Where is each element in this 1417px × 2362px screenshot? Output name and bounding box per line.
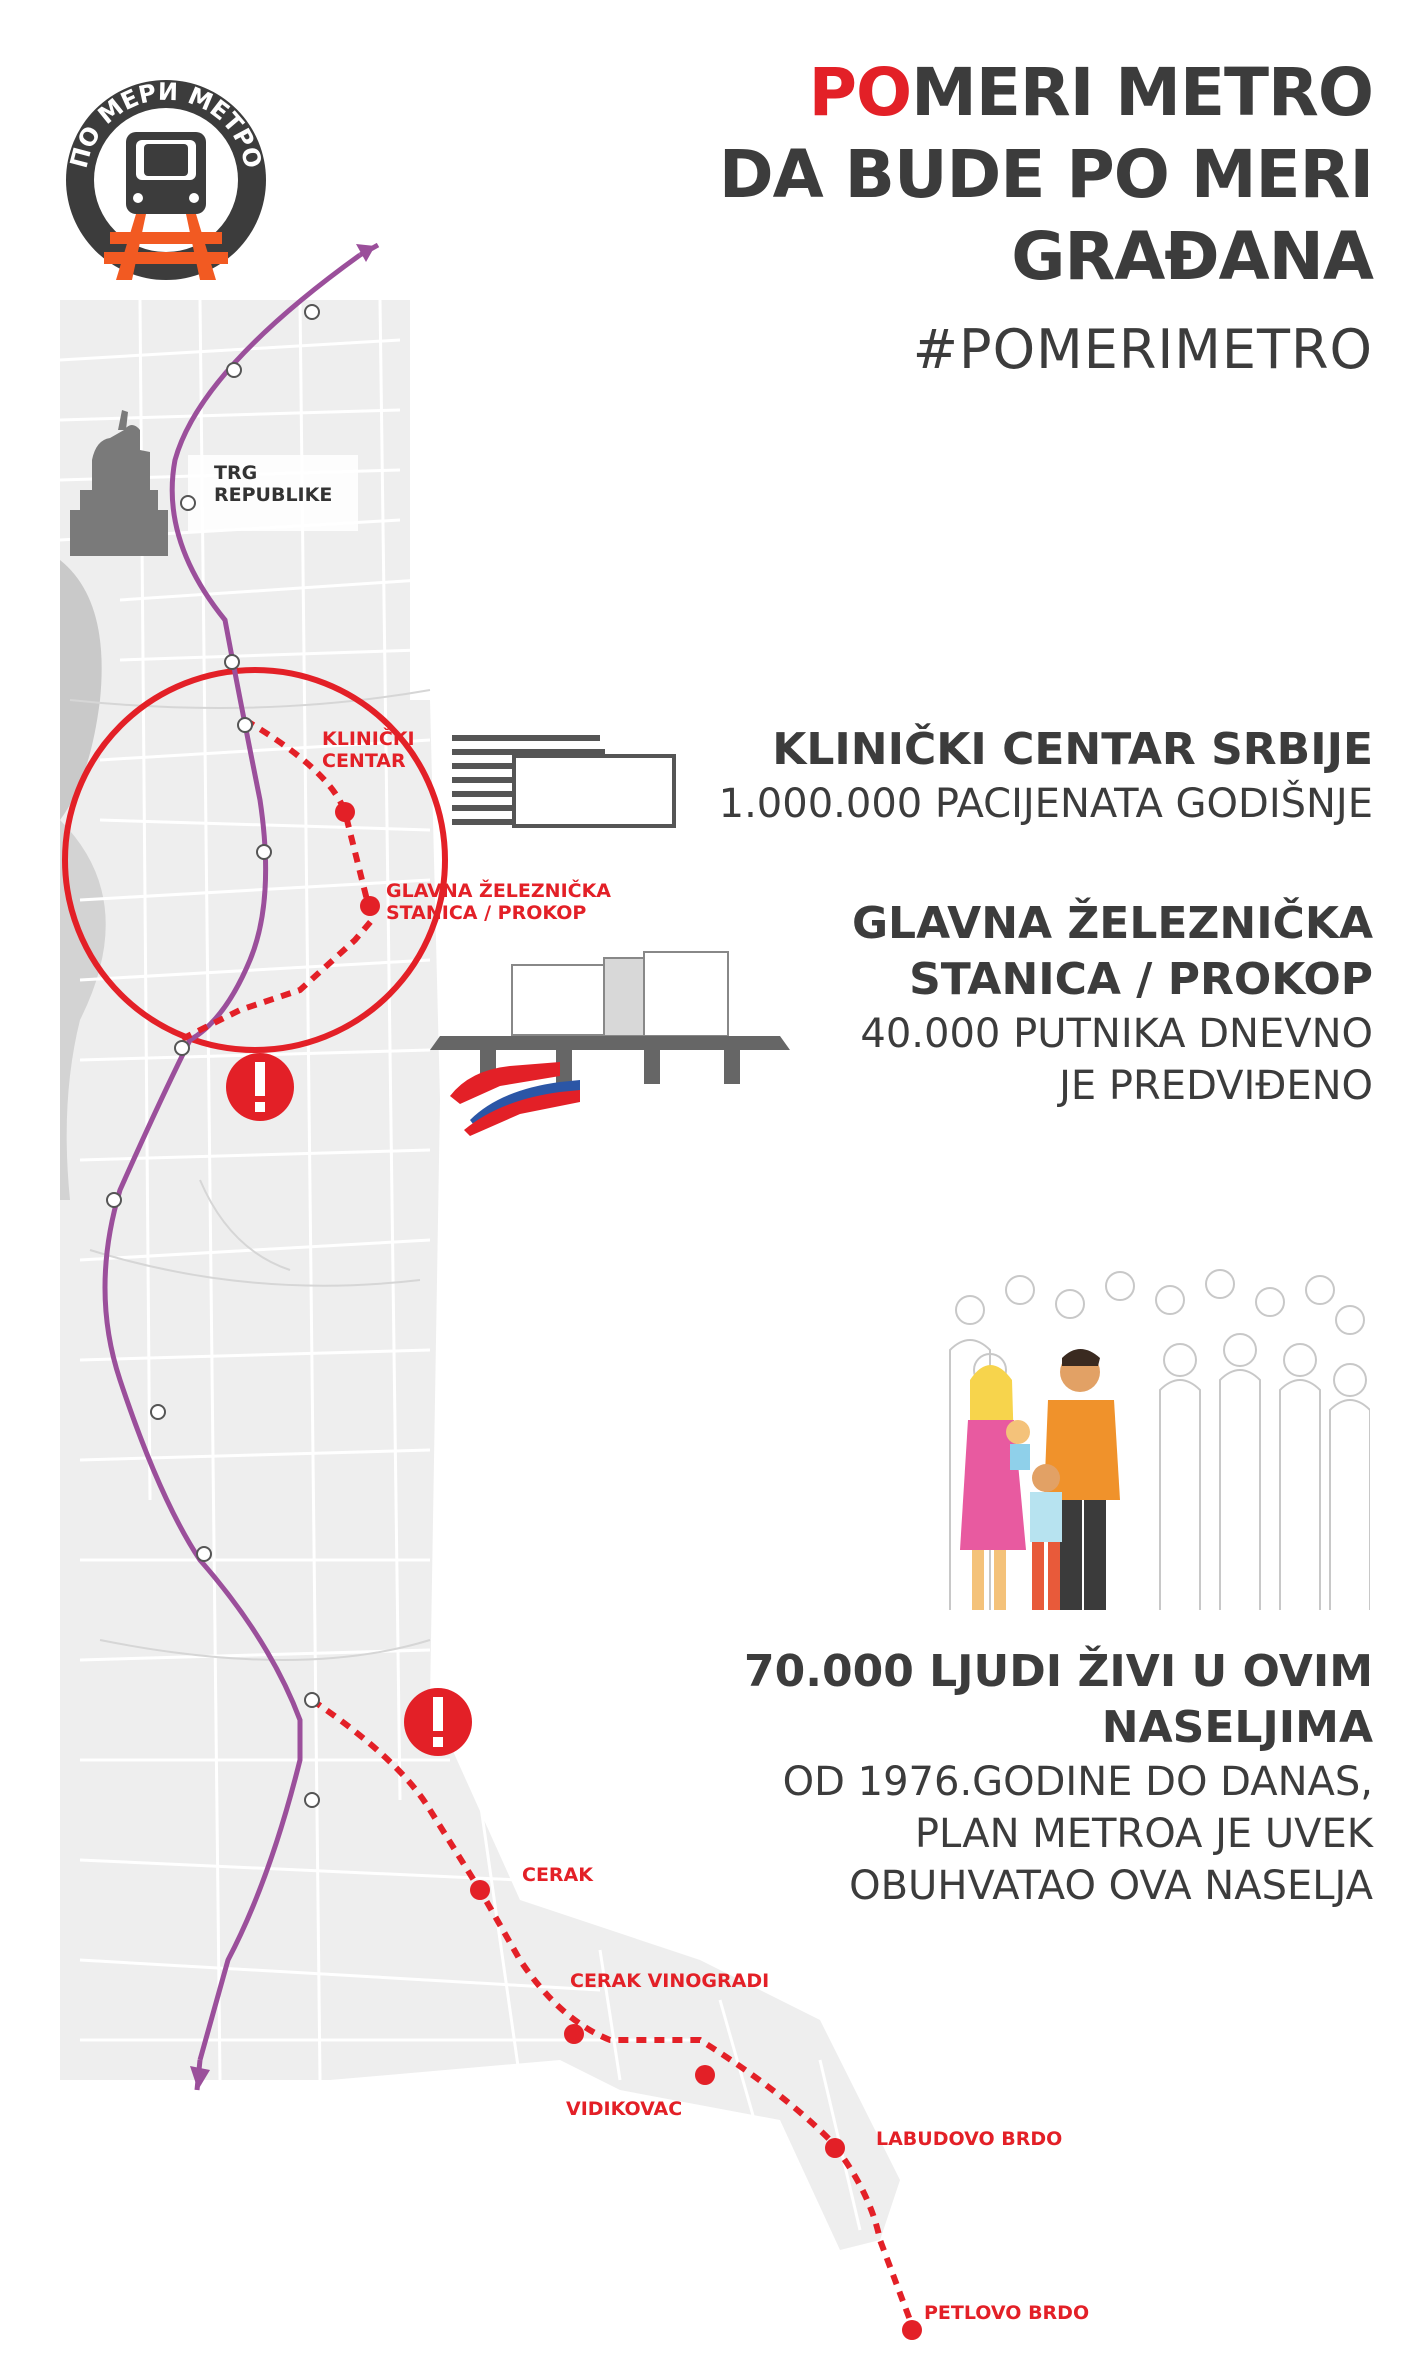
- monument-icon: [70, 410, 168, 556]
- fact-line: OD 1976.GODINE DO DANAS,: [782, 1759, 1373, 1805]
- headline-highlight: PO: [808, 54, 912, 131]
- label-cerak: CERAK: [522, 1864, 593, 1886]
- fact-line: PLAN METROA JE UVEK: [914, 1811, 1373, 1857]
- label-cerak-vinogradi: CERAK VINOGRADI: [570, 1970, 770, 1992]
- planned-stations: [335, 802, 922, 2340]
- headline-line2: DA BUDE PO MERI: [718, 136, 1374, 213]
- label-klinicki-centar: KLINIČKI CENTAR: [322, 728, 415, 772]
- city-map-background: [59, 299, 900, 2250]
- label-petlovo-brdo: PETLOVO BRDO: [924, 2302, 1090, 2324]
- headline-line1: MERI METRO: [911, 54, 1374, 131]
- clinical-center-building-icon: [452, 735, 676, 828]
- fact-line: JE PREDVIĐENO: [1059, 1063, 1373, 1109]
- railway-station-icon: [430, 951, 790, 1136]
- crowd-family-illustration: [949, 1269, 1370, 1610]
- fact-heading: GLAVNA ŽELEZNIČKA: [851, 898, 1373, 949]
- label-glavna-zeleznicka: GLAVNA ŽELEZNIČKA STANICA / PROKOP: [386, 880, 612, 924]
- fact-line: OBUHVATAO OVA NASELJA: [849, 1863, 1373, 1909]
- fact-naselja: 70.000 LJUDI ŽIVI U OVIM NASELJIMA OD 19…: [744, 1644, 1373, 1912]
- headline-line3: GRAĐANA: [1011, 218, 1374, 295]
- fact-heading: NASELJIMA: [1101, 1702, 1373, 1753]
- warning-icon: [226, 1053, 294, 1121]
- fact-heading: 70.000 LJUDI ŽIVI U OVIM: [744, 1646, 1373, 1697]
- fact-heading: STANICA / PROKOP: [909, 954, 1373, 1005]
- hashtag: #POMERIMETRO: [912, 318, 1373, 381]
- label-labudovo-brdo: LABUDOVO BRDO: [876, 2128, 1063, 2150]
- fact-klinicki-centar: KLINIČKI CENTAR SRBIJE 1.000.000 PACIJEN…: [719, 722, 1373, 830]
- fact-line: 1.000.000 PACIJENATA GODIŠNJE: [718, 781, 1373, 827]
- label-vidikovac: VIDIKOVAC: [566, 2098, 683, 2120]
- fact-line: 40.000 PUTNIKA DNEVNO: [860, 1011, 1373, 1057]
- fact-glavna-stanica: GLAVNA ŽELEZNIČKA STANICA / PROKOP 40.00…: [852, 896, 1373, 1112]
- label-trg-republike: TRG REPUBLIKE: [214, 462, 333, 506]
- focus-area-circle: [62, 667, 448, 1053]
- pomeri-metro-logo: ПО МЕРИ МЕТРО: [65, 80, 267, 280]
- headline: POMERI METRO DA BUDE PO MERI GRAĐANA: [718, 52, 1374, 298]
- warning-icon: [404, 1688, 472, 1756]
- fact-heading: KLINIČKI CENTAR SRBIJE: [772, 724, 1373, 775]
